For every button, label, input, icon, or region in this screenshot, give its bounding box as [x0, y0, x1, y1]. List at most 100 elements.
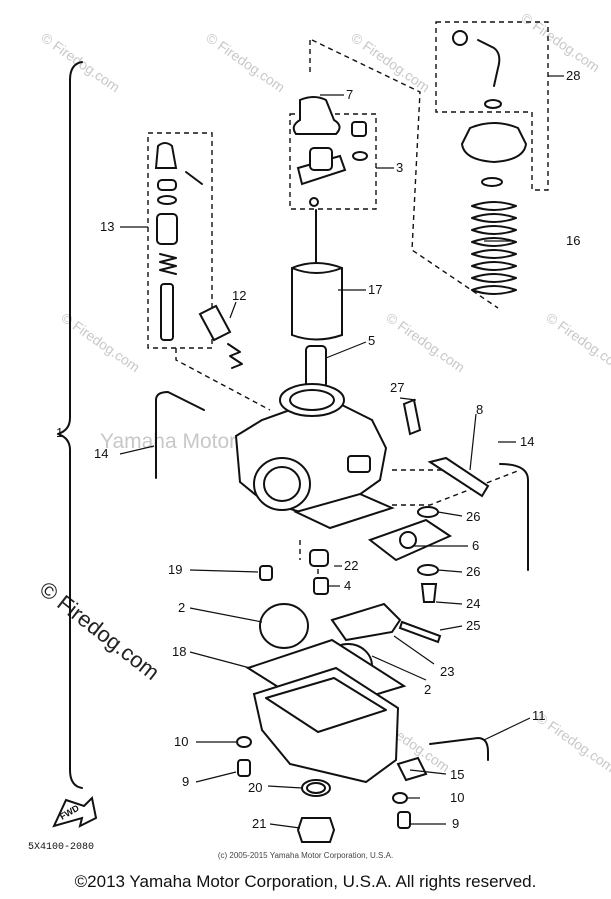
part-13-group: [154, 142, 203, 341]
mixing-cap: [460, 122, 528, 164]
part-10-washer-left: [236, 736, 252, 748]
part-5-tube: [305, 345, 327, 389]
part-9-screw-right: [397, 811, 411, 829]
callout-15: 15: [450, 767, 464, 782]
fwd-arrow: [52, 795, 98, 828]
callout-14: 14: [94, 446, 108, 461]
part-28-group: [452, 30, 528, 187]
watermark-firedog: © Firedog.com: [203, 29, 288, 95]
callout-16: 16: [566, 233, 580, 248]
part-3-group: [296, 121, 368, 207]
part-26-washer: [417, 506, 439, 518]
holder-part: [309, 147, 333, 171]
callout-26: 26: [466, 564, 480, 579]
oring-part: [157, 195, 177, 205]
part-14-hose-left: [155, 391, 205, 479]
part-15-bracket: [396, 756, 428, 782]
part-11-hose: [429, 737, 489, 761]
callout-20: 20: [248, 780, 262, 795]
callout-2: 2: [178, 600, 185, 615]
washer-part: [481, 177, 503, 187]
callout-23: 23: [440, 664, 454, 679]
callout-21: 21: [252, 816, 266, 831]
part-6-hole: [399, 531, 417, 549]
part-6-plate: [367, 518, 453, 562]
callout-12: 12: [232, 288, 246, 303]
body-top-inner: [289, 389, 335, 411]
screw-part: [198, 304, 232, 342]
part-22-jet-holder: [309, 549, 329, 567]
callout-14: 14: [520, 434, 534, 449]
callout-27: 27: [390, 380, 404, 395]
callout-17: 17: [368, 282, 382, 297]
part-19-plug: [259, 565, 273, 581]
callout-1: 1: [56, 425, 63, 440]
copyright-footer: ©2013 Yamaha Motor Corporation, U.S.A. A…: [74, 872, 537, 891]
callout-18: 18: [172, 644, 186, 659]
callout-9: 9: [182, 774, 189, 789]
part-8-screw: [427, 456, 490, 498]
spring-part: [159, 253, 177, 275]
part-17-valve: [291, 262, 343, 341]
small-copyright: (c) 2005-2015 Yamaha Motor Corporation, …: [217, 851, 394, 860]
watermark-firedog: © Firedog.com: [348, 29, 433, 95]
callout-25: 25: [466, 618, 480, 633]
part-25-pin: [398, 620, 442, 644]
watermark-firedog: © Firedog.com: [383, 309, 468, 375]
part-14-hose-right: [499, 463, 529, 571]
watermark-firedog-large: © Firedog.com: [35, 576, 164, 685]
part-2-float-left: [259, 603, 309, 649]
float-bowl: [252, 666, 400, 784]
fitting-part: [452, 30, 468, 46]
part-9-screw-left: [237, 759, 251, 777]
callout-24: 24: [466, 596, 480, 611]
flange: [293, 492, 395, 530]
callout-10: 10: [174, 734, 188, 749]
part-23-float-pin: [330, 602, 402, 642]
callout-8: 8: [476, 402, 483, 417]
bolt-part: [351, 121, 367, 137]
washer-part: [484, 99, 502, 109]
part-24-screw: [420, 583, 438, 603]
callout-10: 10: [450, 790, 464, 805]
callout-13: 13: [100, 219, 114, 234]
clip-part: [309, 197, 319, 207]
callout-6: 6: [472, 538, 479, 553]
callout-19: 19: [168, 562, 182, 577]
screw-part: [185, 171, 203, 185]
callout-9: 9: [452, 816, 459, 831]
part-4-jet: [313, 577, 329, 595]
body-top-ring: [279, 383, 345, 417]
part-7-cap: [292, 96, 341, 135]
part-16-spring: [471, 201, 517, 295]
part-26-washer: [417, 564, 439, 576]
group-28-box: [435, 21, 549, 191]
intake-ring: [253, 457, 311, 511]
elbow-part: [477, 39, 501, 87]
spring-part: [227, 343, 243, 369]
throttle-valve-group: [291, 209, 343, 389]
bowl-inner: [265, 677, 387, 733]
part-12-group: [198, 304, 243, 369]
callout-22: 22: [344, 558, 358, 573]
needle-part: [160, 283, 174, 341]
part-21-drain-plug: [296, 817, 336, 843]
top-link-lines: [309, 39, 499, 309]
callout-11: 11: [532, 708, 546, 723]
part-20-oring-inner: [306, 782, 326, 794]
leader-lines: [119, 75, 564, 829]
callout-2: 2: [424, 682, 431, 697]
callout-26: 26: [466, 509, 480, 524]
callout-7: 7: [346, 87, 353, 102]
side-screw: [347, 455, 371, 473]
carburetor-body: [234, 383, 395, 530]
assembly-brace: [57, 61, 83, 789]
washer-part: [157, 179, 177, 191]
group-13-box: [147, 132, 213, 349]
watermark-firedog: © Firedog.com: [543, 309, 611, 375]
part-10-washer-right: [392, 792, 408, 804]
intake-inner: [263, 466, 301, 502]
callout-4: 4: [344, 578, 351, 593]
body-part: [156, 213, 178, 245]
callout-labels: 1 2 2 3 4 5 6 7 8 9 9 10 10 11 12 13 14 …: [56, 68, 580, 831]
